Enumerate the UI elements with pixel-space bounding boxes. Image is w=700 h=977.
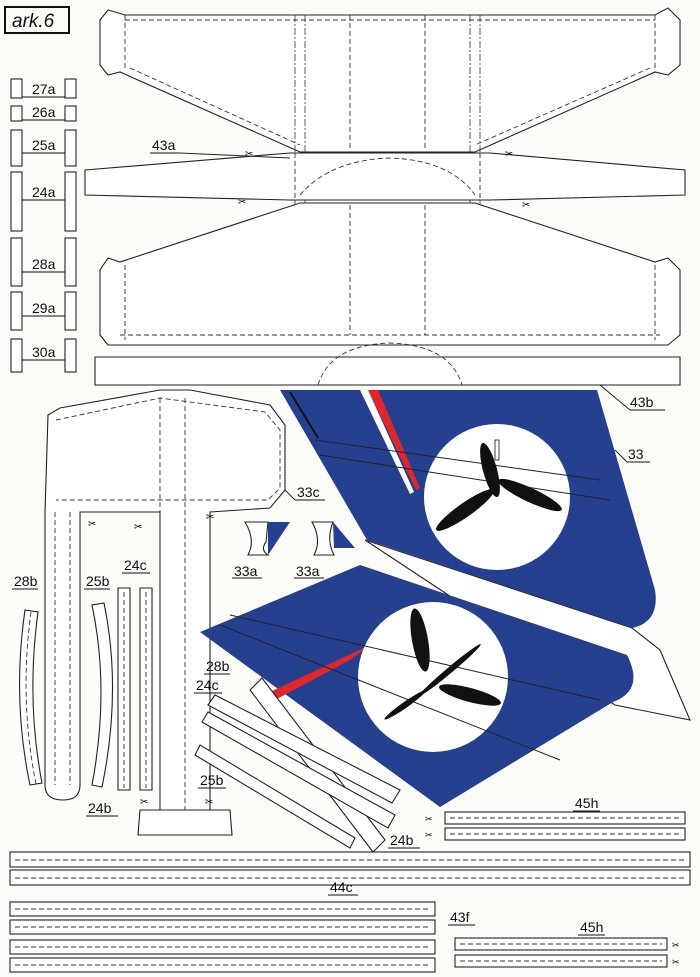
label-33c: 33c bbox=[297, 484, 320, 500]
scissors-icon: ✂ bbox=[245, 149, 253, 160]
part-label: 25a bbox=[32, 137, 56, 153]
part-label: 29a bbox=[32, 300, 56, 316]
scissors-icon: ✂ bbox=[522, 200, 530, 211]
part-label: 30a bbox=[32, 344, 56, 360]
strip-parts-bottom: ✂ ✂ 45h 44c 43f ✂ ✂ 45h bbox=[9, 795, 691, 973]
part-label: 28a bbox=[32, 256, 56, 272]
sheet-title-text: ark.6 bbox=[12, 11, 55, 32]
wing-part-43a: 43a ✂ ✂ ✂ ✂ 43b bbox=[84, 7, 686, 411]
part-27a: 27a bbox=[10, 78, 77, 99]
part-25a: 25a bbox=[10, 129, 77, 167]
part-26a: 26a bbox=[10, 104, 77, 122]
label-45h: 45h bbox=[580, 919, 603, 935]
part-24a: 24a bbox=[10, 171, 77, 232]
label-43a: 43a bbox=[152, 137, 176, 153]
part-30a: 30a bbox=[10, 338, 77, 373]
scissors-icon: ✂ bbox=[238, 197, 246, 208]
scissors-icon: ✂ bbox=[505, 149, 513, 160]
parts-33a: 33a 33a bbox=[232, 521, 355, 579]
scissors-icon: ✂ bbox=[205, 797, 213, 808]
label-28b: 28b bbox=[14, 573, 38, 589]
scissors-icon: ✂ bbox=[425, 814, 433, 824]
label-45h: 45h bbox=[575, 795, 598, 811]
label-44c: 44c bbox=[330, 879, 353, 895]
label-33a: 33a bbox=[296, 563, 320, 579]
scissors-icon: ✂ bbox=[134, 522, 142, 533]
label-33a: 33a bbox=[234, 563, 258, 579]
label-25b: 25b bbox=[200, 772, 224, 788]
part-label: 27a bbox=[32, 81, 56, 97]
sheet-title: ark.6 bbox=[4, 6, 70, 34]
scissors-icon: ✂ bbox=[672, 940, 680, 950]
scissors-icon: ✂ bbox=[425, 830, 433, 840]
fuselage-part-33c: 33c ✂ ✂ ✂ ✂ ✂ bbox=[44, 389, 325, 836]
label-24c: 24c bbox=[124, 557, 147, 573]
scissors-icon: ✂ bbox=[140, 797, 148, 808]
propeller-icon bbox=[384, 608, 501, 720]
small-parts: 27a 26a 25a 24a 28a 29a 30a bbox=[10, 78, 77, 373]
label-33: 33 bbox=[628, 446, 644, 462]
part-label: 26a bbox=[32, 104, 56, 120]
scissors-icon: ✂ bbox=[88, 519, 96, 530]
propeller-icon bbox=[436, 439, 562, 531]
strip-parts-left: 28b 25b 24c 24b bbox=[12, 557, 153, 817]
scissors-icon: ✂ bbox=[672, 957, 680, 967]
label-24b: 24b bbox=[88, 800, 112, 816]
scissors-icon: ✂ bbox=[206, 512, 214, 523]
label-43b: 43b bbox=[630, 394, 654, 410]
label-24c: 24c bbox=[196, 677, 219, 693]
part-29a: 29a bbox=[10, 291, 77, 331]
fin-part-33: 33 bbox=[200, 390, 691, 807]
label-25b: 25b bbox=[86, 573, 110, 589]
part-label: 24a bbox=[32, 184, 56, 200]
label-43f: 43f bbox=[450, 909, 470, 925]
label-24b: 24b bbox=[390, 832, 414, 848]
label-28b: 28b bbox=[206, 658, 230, 674]
strip-parts-middle: 28b 24c 25b 24b bbox=[194, 658, 420, 853]
part-28a: 28a bbox=[10, 237, 77, 287]
